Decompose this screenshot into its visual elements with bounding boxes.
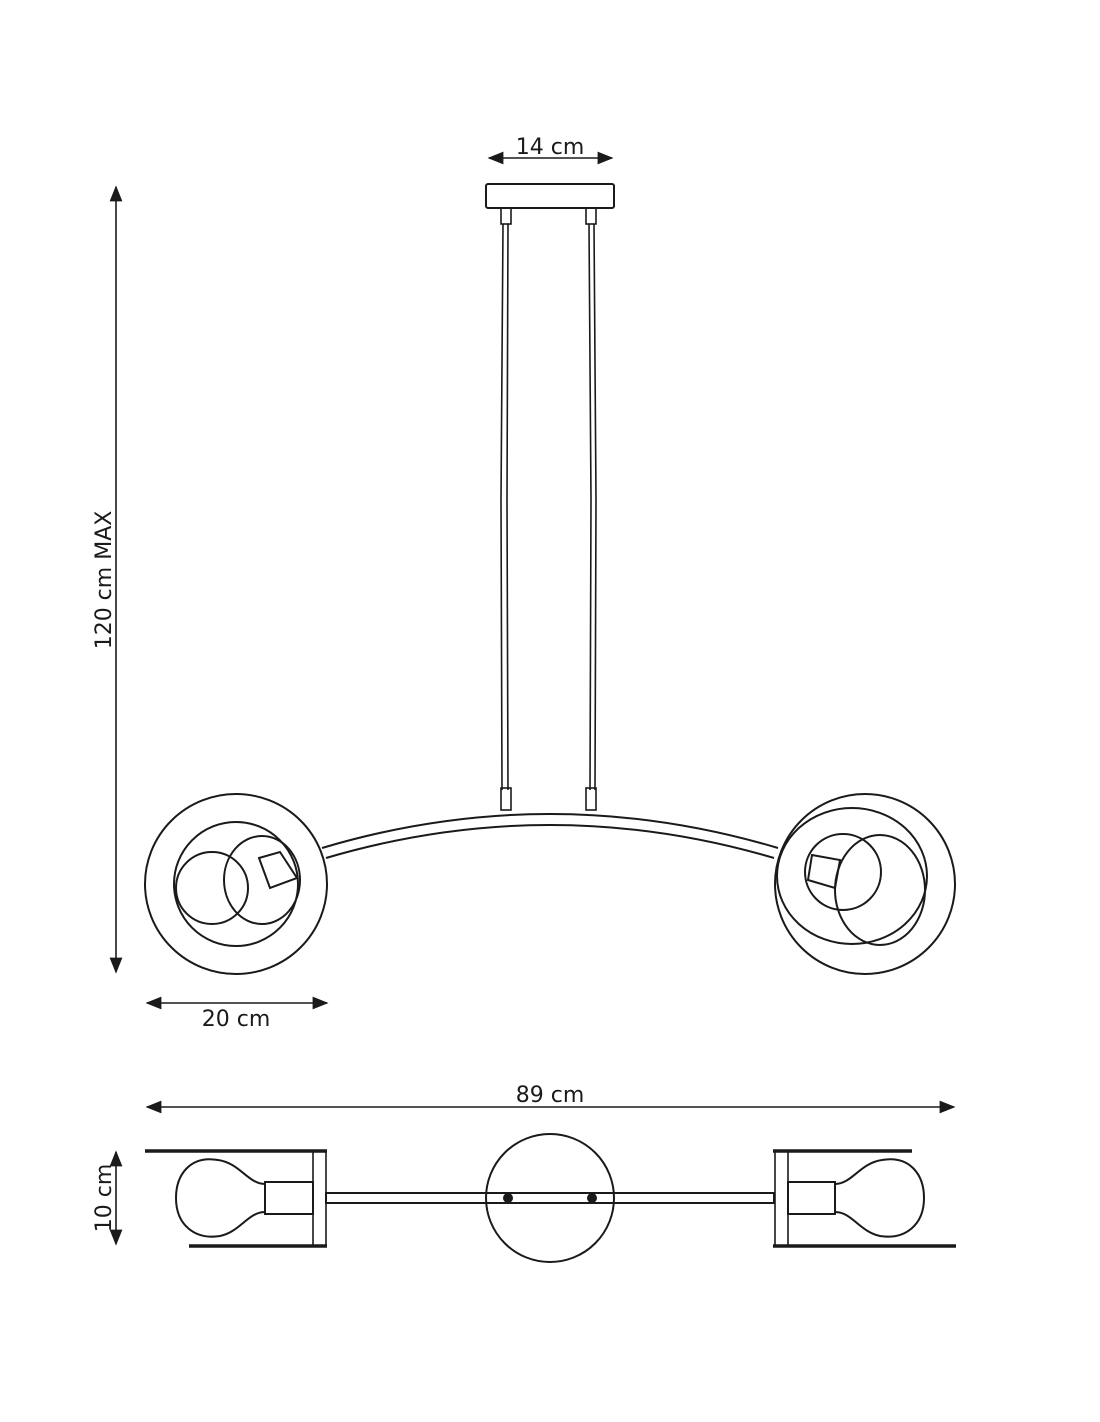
bulb-right xyxy=(804,833,882,911)
dimension-shade-depth: 10 cm xyxy=(92,1150,123,1246)
shade-left xyxy=(144,793,328,975)
wire-clamp-bottom-right xyxy=(585,787,597,811)
label-height: 120 cm MAX xyxy=(92,511,117,650)
shade-right xyxy=(774,793,956,975)
arm-top xyxy=(325,1192,775,1204)
dimension-canopy-width: 14 cm xyxy=(487,135,614,165)
shade-left-inner-rim xyxy=(173,821,299,947)
dimension-shade-diameter: 20 cm xyxy=(145,996,329,1032)
label-total-width: 89 cm xyxy=(516,1083,585,1108)
canopy-top xyxy=(485,1133,615,1263)
bulb-left xyxy=(175,851,249,925)
socket-left-top xyxy=(264,1181,314,1215)
suspension-wire-left xyxy=(500,223,509,791)
socket-right xyxy=(806,853,842,890)
label-canopy-width: 14 cm xyxy=(516,135,585,160)
shade-right-inner-rim xyxy=(776,807,928,945)
socket-left xyxy=(257,850,299,890)
shade-left-inner-ring xyxy=(223,835,301,925)
dimension-height: 120 cm MAX xyxy=(92,185,123,974)
socket-right-top xyxy=(787,1181,836,1215)
dimension-total-width: 89 cm xyxy=(145,1083,956,1114)
wire-clamp-top-right xyxy=(585,207,597,225)
label-shade-depth: 10 cm xyxy=(92,1164,117,1233)
wire-clamp-bottom-left xyxy=(500,787,512,811)
front-view xyxy=(144,183,956,975)
wire-clamp-top-left xyxy=(500,207,512,225)
wire-point-left xyxy=(503,1193,513,1203)
suspension-wire-right xyxy=(588,223,597,791)
canopy xyxy=(485,183,615,209)
bulb-left-top xyxy=(174,1158,266,1238)
shade-right-inner-ring xyxy=(834,834,926,946)
arm-underside xyxy=(325,824,775,859)
label-shade-diameter: 20 cm xyxy=(202,1007,271,1032)
bulb-right-top xyxy=(834,1158,926,1238)
wire-point-right xyxy=(587,1193,597,1203)
top-view xyxy=(145,1133,956,1263)
arm xyxy=(321,813,779,849)
